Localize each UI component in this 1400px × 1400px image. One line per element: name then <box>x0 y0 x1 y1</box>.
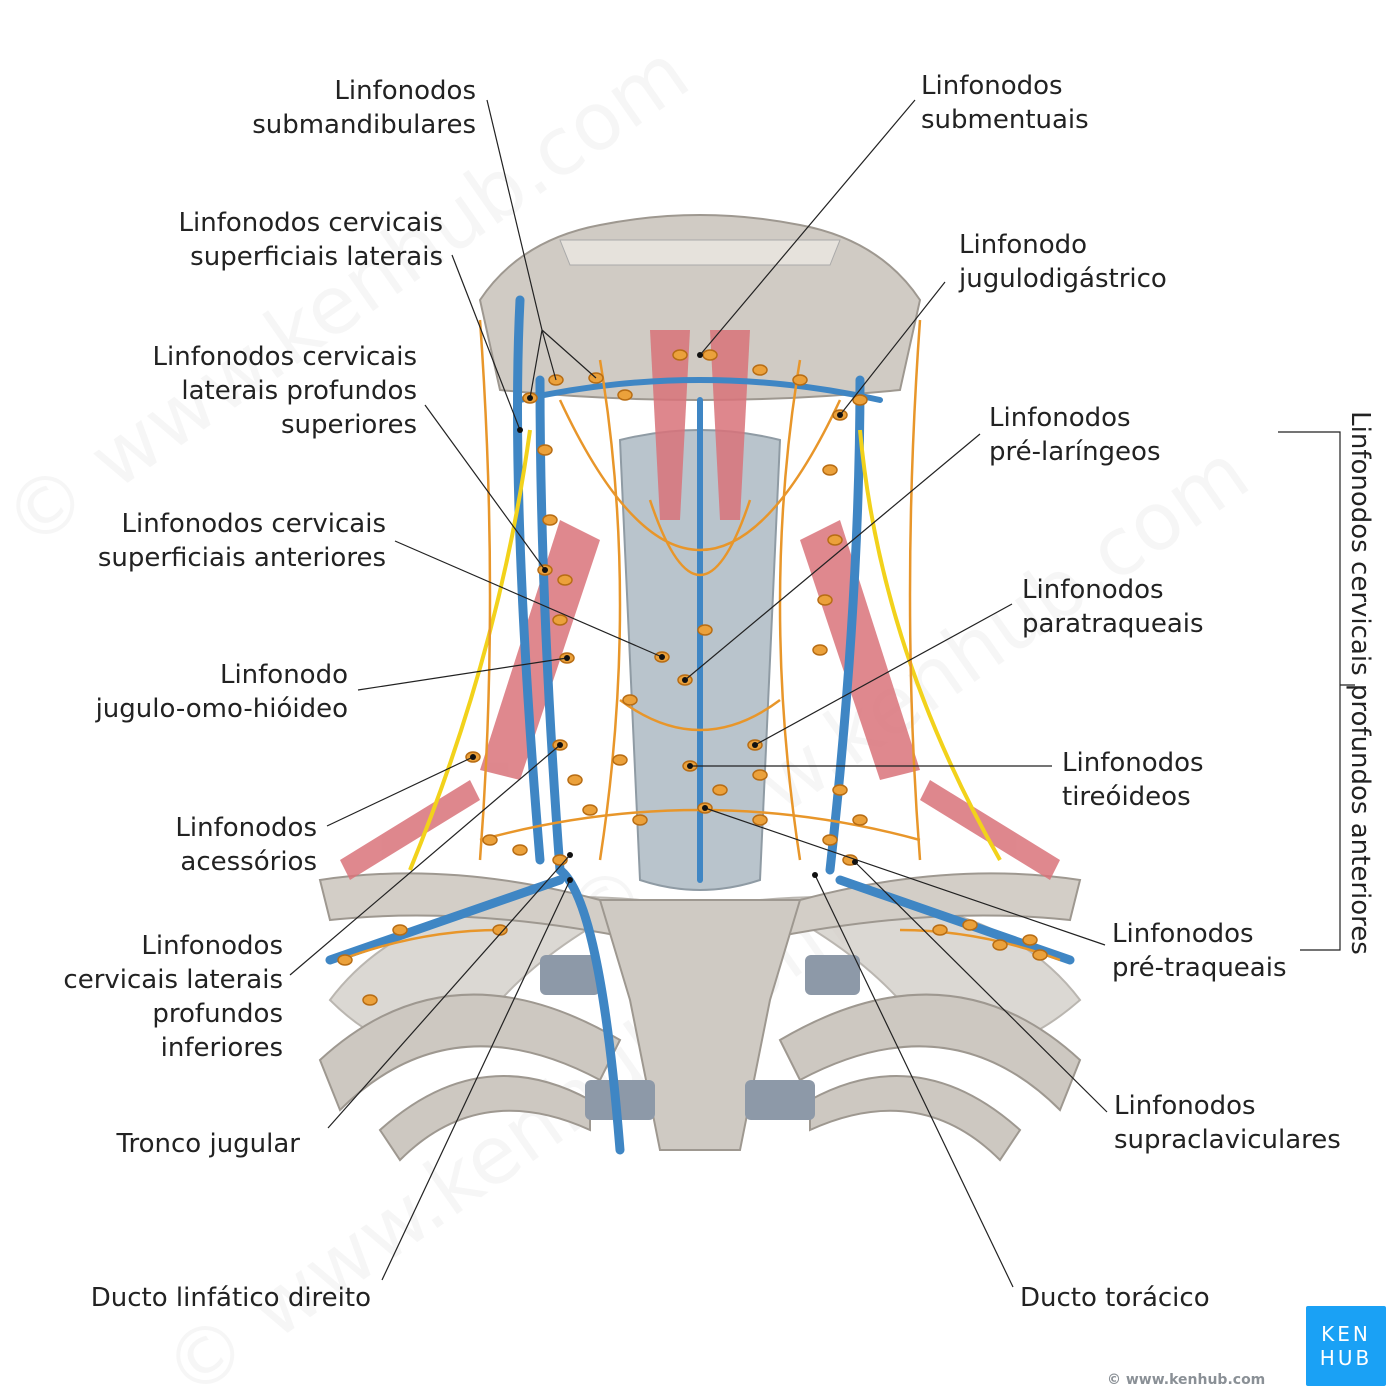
group-label-profundos-anteriores: Linfonodos cervicais profundos anteriore… <box>1345 411 1375 955</box>
lymph-node <box>362 994 378 1006</box>
lymph-node <box>537 444 553 456</box>
lymph-node <box>337 954 353 966</box>
lymph-node <box>852 394 868 406</box>
lymph-node <box>812 644 828 656</box>
lymph-node <box>932 924 948 936</box>
lymph-node <box>752 769 768 781</box>
lymph-node <box>392 924 408 936</box>
muscles <box>340 330 1060 880</box>
leader-dots <box>470 352 858 883</box>
lymph-node <box>612 754 628 766</box>
lymph-node <box>752 814 768 826</box>
lymph-node <box>567 774 583 786</box>
label-ducto-toracico: Ducto torácico <box>1020 1283 1210 1313</box>
label-tronco-jugular: Tronco jugular <box>116 1129 300 1159</box>
lymph-node <box>712 784 728 796</box>
lymph-node <box>1022 934 1038 946</box>
costal-cartilage <box>745 1080 815 1120</box>
costal-cartilage <box>805 955 860 995</box>
lymph-node <box>617 389 633 401</box>
lymph-node <box>492 924 508 936</box>
lymph-node <box>822 464 838 476</box>
lymph-node <box>622 694 638 706</box>
nerves <box>408 429 1002 871</box>
lymph-node <box>552 614 568 626</box>
lymph-node <box>792 374 808 386</box>
lymph-node <box>992 939 1008 951</box>
lymph-node <box>542 514 558 526</box>
lymph-node <box>512 844 528 856</box>
lymph-node <box>832 784 848 796</box>
lymph-node <box>672 349 688 361</box>
label-ducto-linfatico-direito: Ducto linfático direito <box>90 1283 371 1313</box>
lymph-node <box>697 624 713 636</box>
lymph-node <box>557 574 573 586</box>
lymph-node <box>827 534 843 546</box>
lymph-node <box>632 814 648 826</box>
lymph-node <box>817 594 833 606</box>
leader-lines <box>289 99 1355 1288</box>
teeth <box>559 239 841 266</box>
copyright-text: © www.kenhub.com <box>1107 1372 1266 1388</box>
lymph-node <box>482 834 498 846</box>
lymph-node <box>852 814 868 826</box>
lymph-node <box>702 349 718 361</box>
lymph-node <box>752 364 768 376</box>
lymph-node <box>582 804 598 816</box>
costal-cartilage <box>540 955 600 995</box>
lymph-node <box>962 919 978 931</box>
lymph-node <box>822 834 838 846</box>
lymph-node <box>1032 949 1048 961</box>
